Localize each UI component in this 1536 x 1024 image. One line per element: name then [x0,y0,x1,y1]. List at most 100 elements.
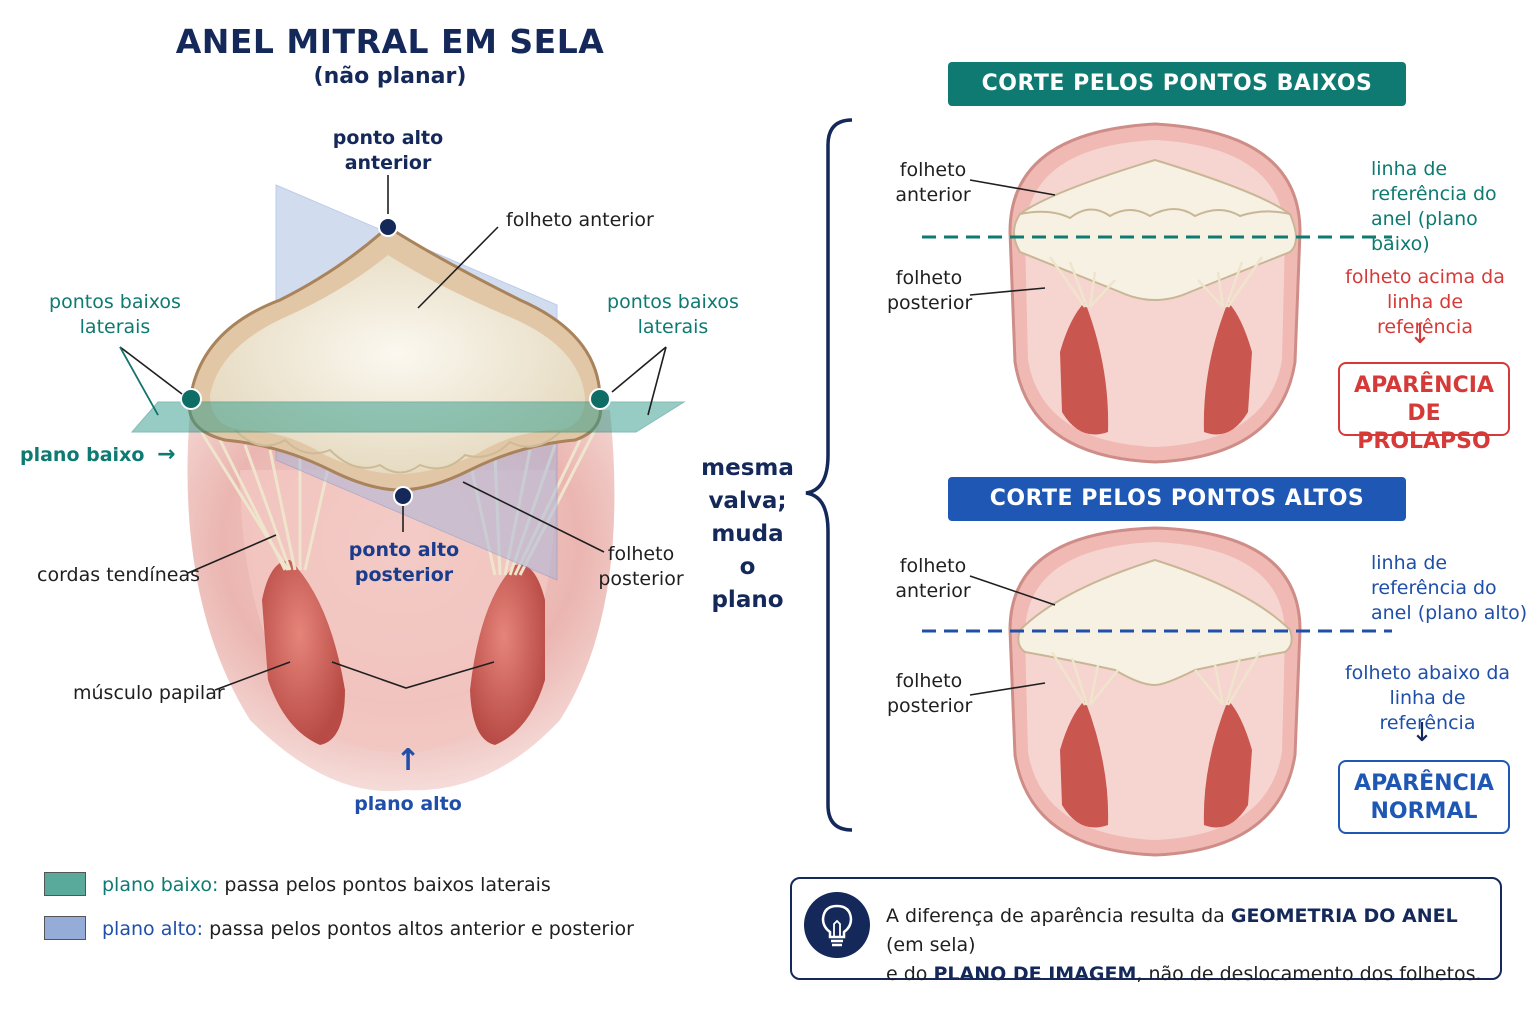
label-musculo-papilar: músculo papilar [73,682,225,704]
caption-line: plano [711,587,784,613]
caption-line: mesma [701,455,794,481]
label-line: anel (plano alto) [1371,602,1528,624]
plano-baixo-text: plano baixo [20,444,145,466]
label-line: folheto abaixo da [1344,662,1511,684]
label-line: ponto alto [348,539,460,561]
top-note: folheto acima da linha de referência [1340,265,1510,340]
label-line: folheto acima da [1345,266,1505,288]
papillary-muscle-right [470,564,545,745]
legend-desc: passa pelos pontos baixos laterais [218,874,551,896]
ponto-baixo-left-dot [180,388,202,410]
label-line: referência do [1371,577,1497,599]
label-line: folheto [899,555,967,577]
label-line: anel (plano baixo) [1371,208,1478,255]
legend-text: plano baixo: passa pelos pontos baixos l… [102,874,551,896]
label-line: ponto alto [332,127,444,149]
label-line: anterior [895,580,971,602]
info-line-2: e do PLANO DE IMAGEM, não de deslocament… [886,960,1486,989]
header-corte-pontos-baixos: CORTE PELOS PONTOS BAIXOS [948,62,1406,106]
legend-swatch-teal [44,872,86,896]
top-reference-label: linha de referência do anel (plano baixo… [1371,157,1536,257]
label-line: laterais [637,316,709,338]
label-line: folheto [899,159,967,181]
caption-line: muda o [711,521,784,580]
label-line: referência do [1371,183,1497,205]
legend-swatch-blue [44,916,86,940]
label-line: pontos baixos [607,291,739,313]
arrow-up-icon: ↑ [395,743,421,778]
info-text-bold: PLANO DE IMAGEM [933,963,1137,985]
label-line: posterior [887,292,973,314]
leaders-top [969,179,1056,296]
bottom-label-folheto-posterior: folheto posterior [887,669,973,719]
middle-caption: mesma valva; muda o plano [700,452,795,617]
plano-alto-text: plano alto [354,793,462,815]
legend-key: plano baixo: [102,874,219,896]
papillary-muscle-left [262,560,345,745]
label-cordas-tendineas: cordas tendíneas [37,564,200,586]
label-line: posterior [598,568,684,590]
top-label-folheto-anterior: folheto anterior [893,158,973,208]
label-pontos-baixos-right: pontos baixos laterais [598,290,748,340]
info-text-part: (em sela) [886,934,976,956]
info-text-part: A diferença de aparência resulta da [886,905,1231,927]
label-plano-baixo: plano baixo → [20,442,175,468]
label-ponto-alto-posterior: ponto alto posterior [334,538,474,588]
posterior-scallops [234,429,561,474]
lightbulb-icon [804,892,870,958]
section-low-illustration [1008,122,1302,464]
label-ponto-alto-anterior: ponto alto anterior [318,126,458,176]
page-subtitle: (não planar) [313,64,467,89]
legend-desc: passa pelos pontos altos anterior e post… [203,918,634,940]
verdict-line: NORMAL [1370,799,1478,824]
label-line: folheto [895,670,963,692]
ponto-alto-anterior-dot [378,217,398,237]
label-line: anterior [895,184,971,206]
leaders-bottom [969,575,1056,696]
caption-line: valva; [708,488,787,514]
low-plane [130,401,686,433]
bottom-label-folheto-anterior: folheto anterior [893,554,973,604]
legend-text: plano alto: passa pelos pontos altos ant… [102,918,634,940]
label-line: posterior [354,564,454,586]
bottom-reference-label: linha de referência do anel (plano alto) [1371,551,1527,626]
label-line: linha de [1371,158,1448,180]
label-line: linha de referência [1379,687,1476,734]
ponto-baixo-right-dot [589,388,611,410]
label-folheto-posterior: folheto posterior [596,542,686,592]
ponto-alto-posterior-dot [393,486,413,506]
info-text-bold: GEOMETRIA DO ANEL [1230,905,1458,927]
arrow-right-icon: → [157,442,176,467]
arrow-down-icon: ↓ [1409,320,1431,350]
info-text-part: , não de deslocamento dos folhetos. [1136,963,1482,985]
label-line: laterais [79,316,151,338]
verdict-normal: APARÊNCIA NORMAL [1338,760,1510,834]
verdict-line: APARÊNCIA [1354,373,1494,398]
info-text-part: e do [886,963,934,985]
curly-brace [805,118,853,832]
label-line: pontos baixos [49,291,181,313]
verdict-prolapso: APARÊNCIA DE PROLAPSO [1338,362,1510,454]
label-plano-alto: ↑ plano alto [348,744,468,817]
chordae-lines [198,429,597,576]
arrow-down-icon: ↓ [1411,718,1433,748]
reference-line-low [922,235,1392,239]
label-line: posterior [887,695,973,717]
verdict-line: DE PROLAPSO [1357,401,1491,454]
label-pontos-baixos-left: pontos baixos laterais [40,290,190,340]
label-line: linha de referência [1377,291,1473,338]
page-title: ANEL MITRAL EM SELA [175,22,605,61]
bottom-note: folheto abaixo da linha de referência [1340,661,1515,736]
header-corte-pontos-altos: CORTE PELOS PONTOS ALTOS [948,477,1406,521]
info-box [790,877,1502,980]
info-line-1: A diferença de aparência resulta da GEOM… [886,902,1486,960]
top-label-folheto-posterior: folheto posterior [887,266,973,316]
label-line: folheto [607,543,675,565]
label-line: folheto [895,267,963,289]
label-line: linha de [1371,552,1448,574]
section-high-illustration [1008,526,1302,857]
verdict-line: APARÊNCIA [1354,771,1494,796]
saddle-annulus-illustration [119,175,686,792]
label-line: anterior [344,152,432,174]
reference-line-high [922,629,1392,633]
